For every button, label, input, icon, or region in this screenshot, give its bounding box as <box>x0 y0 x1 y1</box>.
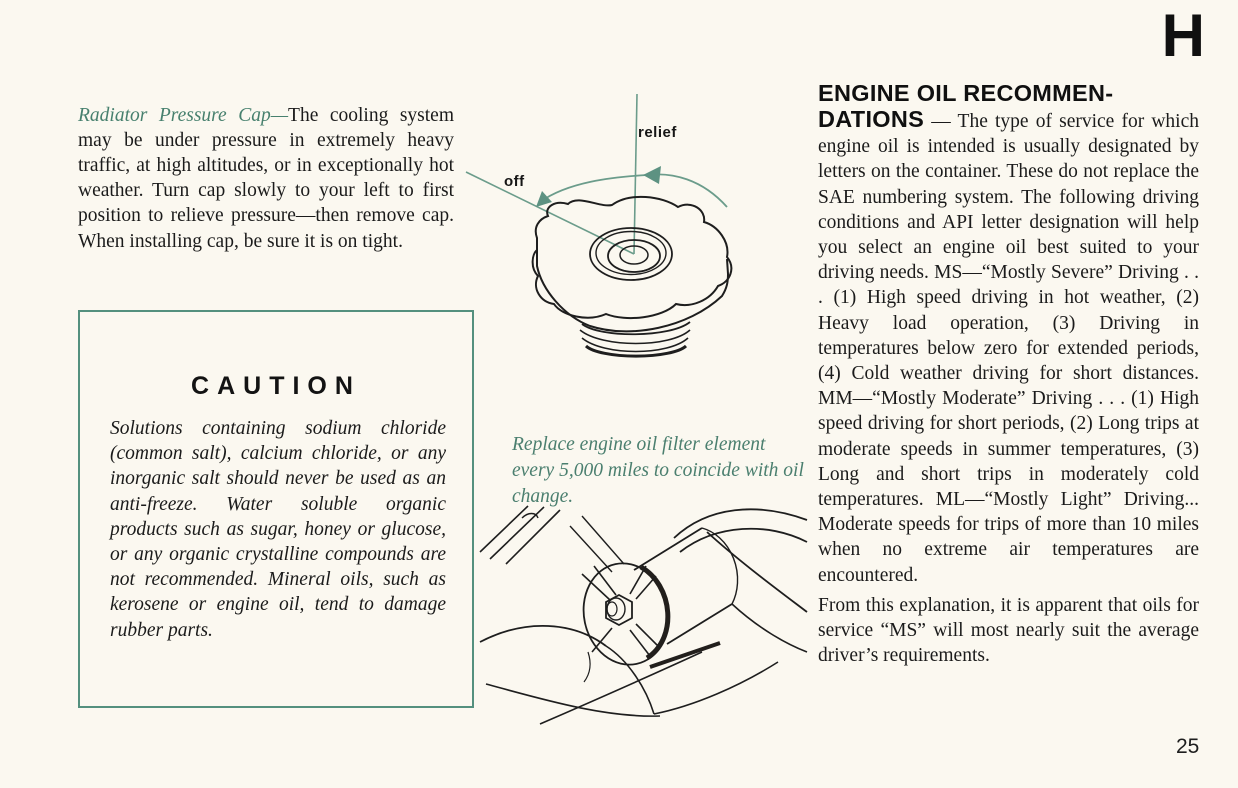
radiator-cap-drawing <box>465 93 733 358</box>
caution-body: Solutions containing sodium chloride (co… <box>110 418 446 641</box>
section-heading-line2: DATIONS <box>818 106 925 132</box>
page-number: 25 <box>1176 735 1200 758</box>
oil-filter-drawing <box>479 505 808 725</box>
oil-filter-caption: Replace engine oil filter element every … <box>512 433 804 507</box>
caution-box: CAUTION Solutions containing sodium chlo… <box>78 310 474 708</box>
engine-oil-section: ENGINE OIL RECOMMEN- DATIONS — The type … <box>818 80 1199 668</box>
label-relief: relief <box>638 124 677 141</box>
caution-title: CAUTION <box>191 372 361 400</box>
oil-filter-illustration <box>478 492 808 740</box>
label-off: off <box>504 173 525 190</box>
paragraph-lead-italic: Radiator Pressure Cap— <box>78 104 289 126</box>
radiator-cap-illustration: relief off <box>440 76 800 376</box>
section-heading-line1: ENGINE OIL RECOMMEN- <box>818 80 1114 106</box>
section-paragraph-2: From this explanation, it is apparent th… <box>818 594 1199 667</box>
radiator-pressure-cap-paragraph: Radiator Pressure Cap—The cooling system… <box>78 103 454 254</box>
section-paragraph-1: DATIONS — The type of service for which … <box>818 106 1199 588</box>
chapter-tab-letter: H <box>1161 2 1205 69</box>
section-paragraph-1-text: — The type of service for which engine o… <box>818 111 1199 586</box>
paragraph-body: The cooling system may be under pressure… <box>78 104 454 252</box>
